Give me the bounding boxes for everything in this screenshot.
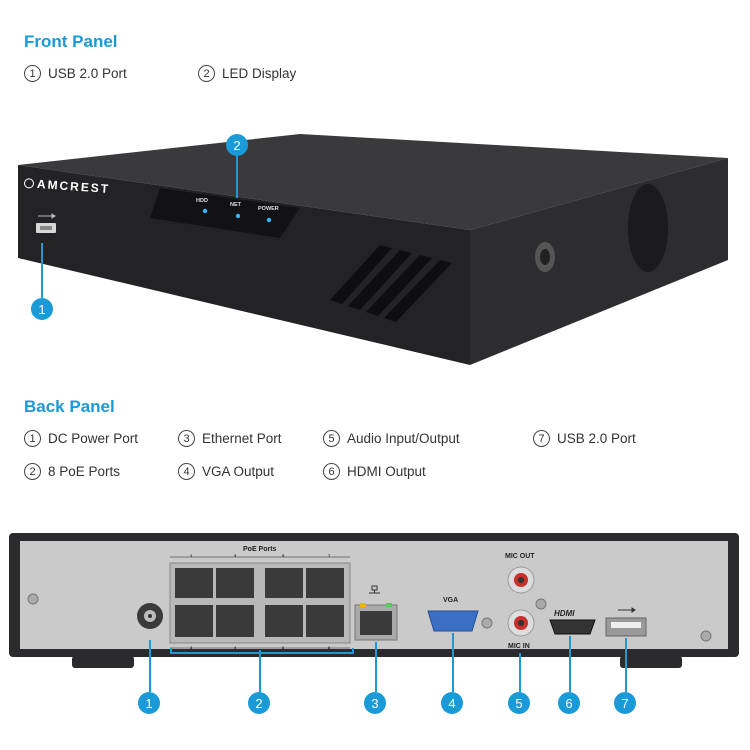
- callout-line: [625, 638, 627, 692]
- back-legend-vga: 4 VGA Output: [178, 463, 274, 480]
- callout-line: [236, 152, 238, 198]
- poe-ports-label: PoE Ports: [243, 546, 277, 553]
- legend-label: Audio Input/Output: [347, 431, 460, 446]
- logo-mark-icon: [23, 178, 35, 189]
- callout-line: [519, 653, 521, 692]
- back-legend-hdmi: 6 HDMI Output: [323, 463, 426, 480]
- poe-number: 7: [328, 553, 331, 558]
- poe-number: 3: [234, 553, 237, 558]
- legend-number: 7: [533, 430, 550, 447]
- legend-number: 2: [198, 65, 215, 82]
- front-legend-led: 2 LED Display: [198, 65, 296, 82]
- poe-number: 1: [190, 553, 193, 558]
- legend-number: 1: [24, 65, 41, 82]
- legend-label: LED Display: [222, 66, 297, 81]
- mic-out-label: MIC OUT: [505, 553, 535, 560]
- back-callout-6: 6: [558, 692, 580, 714]
- callout-line: [41, 243, 43, 298]
- legend-number: 6: [323, 463, 340, 480]
- front-panel-title: Front Panel: [24, 32, 118, 51]
- back-legend-poe: 2 8 PoE Ports: [24, 463, 120, 480]
- legend-label: HDMI Output: [347, 464, 426, 479]
- callout-line: [259, 650, 261, 692]
- network-icon: [369, 585, 380, 594]
- back-callout-1: 1: [138, 692, 160, 714]
- legend-label: USB 2.0 Port: [557, 431, 636, 446]
- back-callout-5: 5: [508, 692, 530, 714]
- legend-number: 1: [24, 430, 41, 447]
- front-legend-usb: 1 USB 2.0 Port: [24, 65, 127, 82]
- callout-line: [149, 640, 151, 692]
- legend-number: 4: [178, 463, 195, 480]
- usb-icon: [38, 213, 56, 219]
- poe-number: 5: [282, 553, 285, 558]
- back-callout-3: 3: [364, 692, 386, 714]
- led-label-hdd: HDD: [196, 198, 208, 204]
- back-panel-title: Back Panel: [24, 397, 115, 416]
- led-label-net: NET: [230, 202, 241, 208]
- back-legend-ethernet: 3 Ethernet Port: [178, 430, 282, 447]
- legend-number: 2: [24, 463, 41, 480]
- poe-number: 6: [282, 645, 285, 650]
- back-legend-audio: 5 Audio Input/Output: [323, 430, 460, 447]
- back-callout-7: 7: [614, 692, 636, 714]
- poe-number: 2: [190, 645, 193, 650]
- legend-label: VGA Output: [202, 464, 275, 479]
- back-legend-dc-power: 1 DC Power Port: [24, 430, 138, 447]
- legend-label: DC Power Port: [48, 431, 139, 446]
- callout-line: [569, 636, 571, 692]
- front-device-illustration: [18, 134, 728, 365]
- legend-number: 3: [178, 430, 195, 447]
- usb-icon: [618, 607, 636, 613]
- back-legend-usb: 7 USB 2.0 Port: [533, 430, 636, 447]
- legend-label: 8 PoE Ports: [48, 464, 121, 479]
- hdmi-label: HDMI: [554, 609, 575, 618]
- poe-bracket: [170, 648, 354, 654]
- led-label-power: POWER: [258, 206, 279, 212]
- front-callout-2: 2: [226, 134, 248, 156]
- front-callout-1: 1: [31, 298, 53, 320]
- back-callout-4: 4: [441, 692, 463, 714]
- poe-number: 4: [234, 645, 237, 650]
- legend-label: Ethernet Port: [202, 431, 282, 446]
- poe-number: 8: [328, 645, 331, 650]
- callout-line: [452, 633, 454, 692]
- legend-number: 5: [323, 430, 340, 447]
- back-callout-2: 2: [248, 692, 270, 714]
- legend-label: USB 2.0 Port: [48, 66, 127, 81]
- back-device-illustration: [9, 533, 739, 668]
- vga-label: VGA: [443, 597, 459, 604]
- mic-in-label: MIC IN: [508, 643, 530, 650]
- callout-line: [375, 642, 377, 692]
